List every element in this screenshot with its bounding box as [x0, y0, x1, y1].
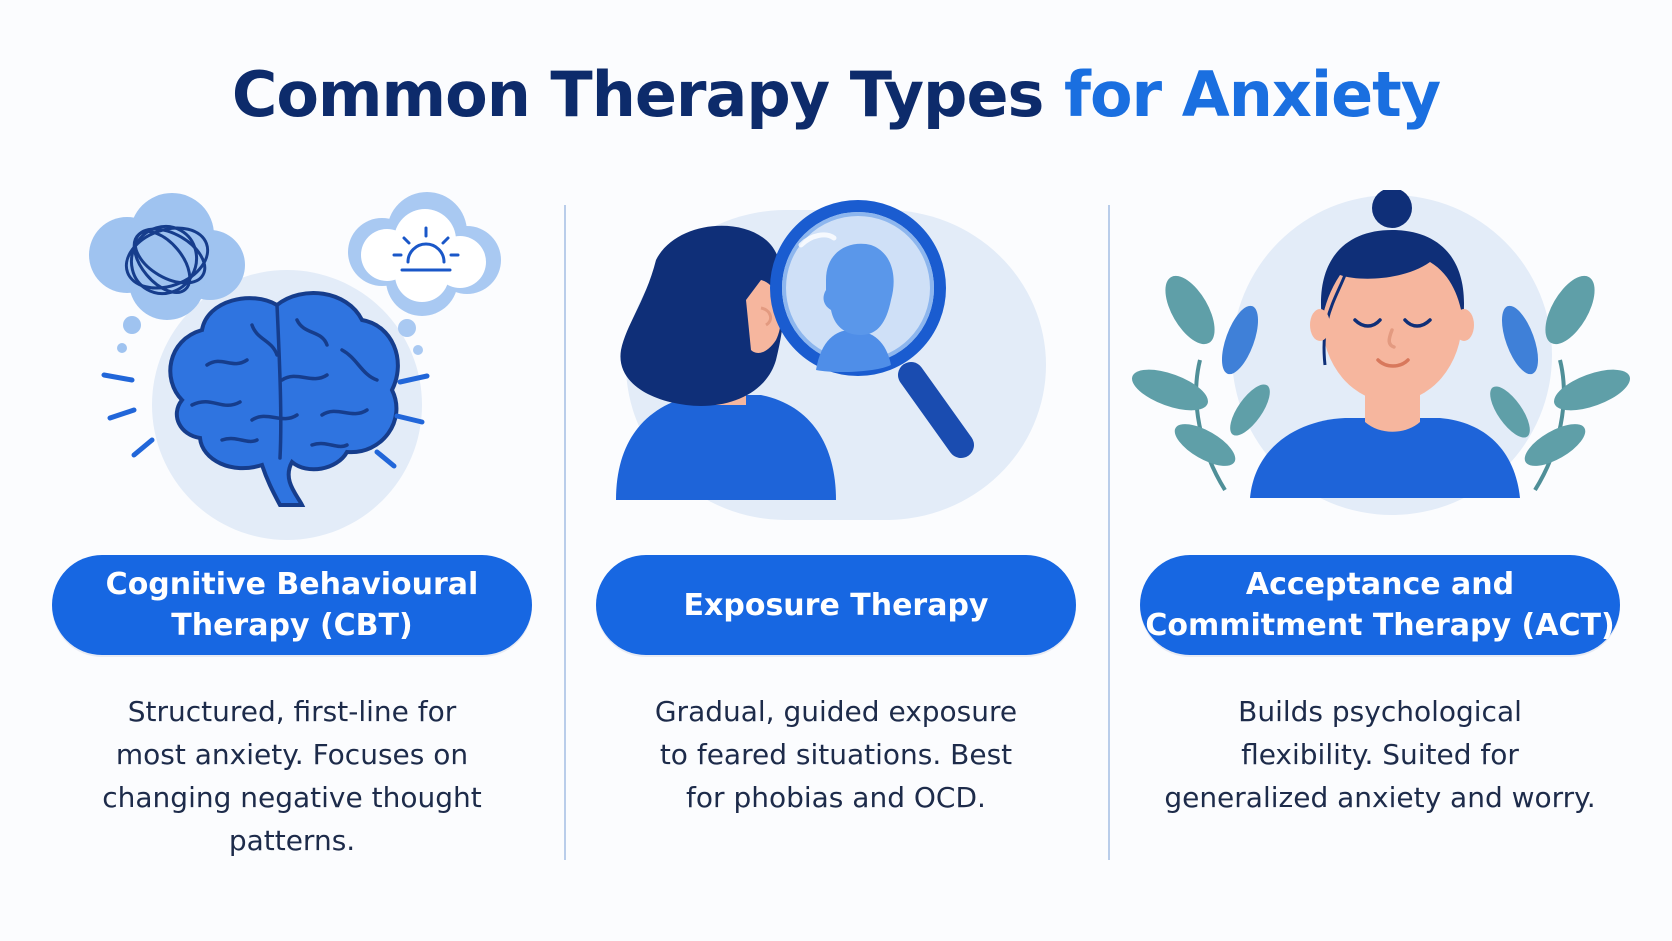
therapy-name: Acceptance and Commitment Therapy (ACT)	[1145, 567, 1615, 643]
title-main: Common Therapy Types	[231, 58, 1064, 131]
therapy-name: Exposure Therapy	[683, 587, 989, 623]
therapy-name-pill: Cognitive Behavioural Therapy (CBT)	[52, 555, 532, 655]
therapy-name-pill: Exposure Therapy	[596, 555, 1076, 655]
column-divider-left	[564, 205, 566, 860]
therapy-description: Gradual, guided exposure to feared situa…	[654, 695, 1018, 814]
therapy-description: Structured, first-line for most anxiety.…	[102, 695, 482, 857]
therapy-card-cbt: Cognitive Behavioural Therapy (CBT) Stru…	[42, 190, 542, 880]
column-divider-right	[1108, 205, 1110, 860]
brain-icon	[89, 192, 501, 540]
magnifying-glass-icon	[616, 200, 1046, 520]
meditating-person-icon	[1132, 190, 1630, 515]
page-title: Common Therapy Types for Anxiety	[0, 58, 1672, 131]
therapy-name: Cognitive Behavioural Therapy (CBT)	[105, 567, 479, 643]
therapy-name-pill: Acceptance and Commitment Therapy (ACT)	[1140, 555, 1620, 655]
therapy-card-act: Acceptance and Commitment Therapy (ACT) …	[1130, 190, 1630, 880]
therapy-description: Builds psychological flexibility. Suited…	[1164, 695, 1596, 814]
title-accent: for Anxiety	[1063, 58, 1441, 131]
therapy-card-exposure: Exposure Therapy Gradual, guided exposur…	[586, 190, 1086, 880]
